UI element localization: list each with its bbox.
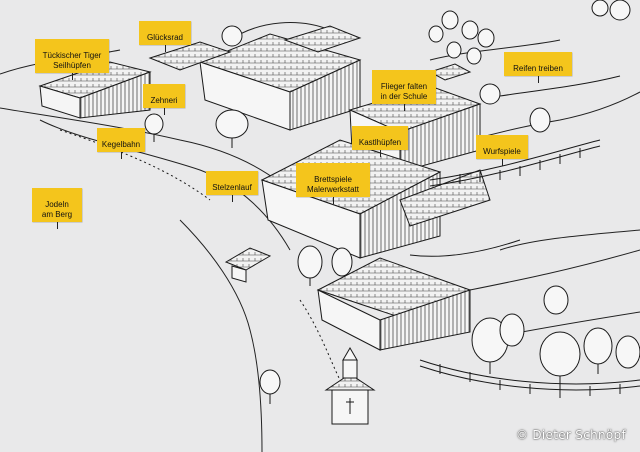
label-text: Jodeln am Berg bbox=[41, 200, 73, 219]
label-text: Glücksrad bbox=[146, 33, 183, 42]
label-brettspiele[interactable]: Brettspiele Malerwerkstatt bbox=[296, 163, 370, 204]
label-text: Stelzenlauf bbox=[212, 183, 252, 192]
label-zehneri[interactable]: Zehneri bbox=[143, 84, 185, 115]
farmhouse-top bbox=[148, 25, 362, 131]
chapel bbox=[324, 347, 376, 425]
farmhouse-bottom bbox=[316, 257, 472, 351]
label-tuckischer-tiger[interactable]: Tückischer Tiger Seilhüpfen bbox=[35, 39, 109, 80]
label-flieger[interactable]: Flieger falten in der Schule bbox=[372, 70, 436, 111]
label-kastlhuepfen[interactable]: Kastlhüpfen bbox=[352, 126, 408, 157]
label-stelzenlauf[interactable]: Stelzenlauf bbox=[206, 171, 258, 202]
farmhouse-right bbox=[348, 63, 482, 173]
shed bbox=[224, 247, 272, 283]
farmhouse-left bbox=[38, 61, 152, 119]
label-text: Wurfspiele bbox=[483, 147, 521, 156]
label-jodeln[interactable]: Jodeln am Berg bbox=[32, 188, 82, 229]
label-text: Flieger falten in der Schule bbox=[380, 82, 428, 101]
label-reifen[interactable]: Reifen treiben bbox=[504, 52, 572, 83]
label-gluecksrad[interactable]: Glücksrad bbox=[139, 21, 191, 52]
label-text: Brettspiele Malerwerkstatt bbox=[306, 175, 359, 194]
label-kegelbahn[interactable]: Kegelbahn bbox=[97, 128, 145, 159]
label-wurfspiele[interactable]: Wurfspiele bbox=[476, 135, 528, 166]
copyright-watermark: © Dieter Schnöpf bbox=[515, 428, 626, 442]
label-text: Tückischer Tiger Seilhüpfen bbox=[42, 51, 102, 70]
label-text: Kegelbahn bbox=[101, 140, 141, 149]
label-text: Zehneri bbox=[150, 96, 178, 105]
label-text: Reifen treiben bbox=[513, 64, 563, 73]
label-text: Kastlhüpfen bbox=[358, 138, 402, 147]
